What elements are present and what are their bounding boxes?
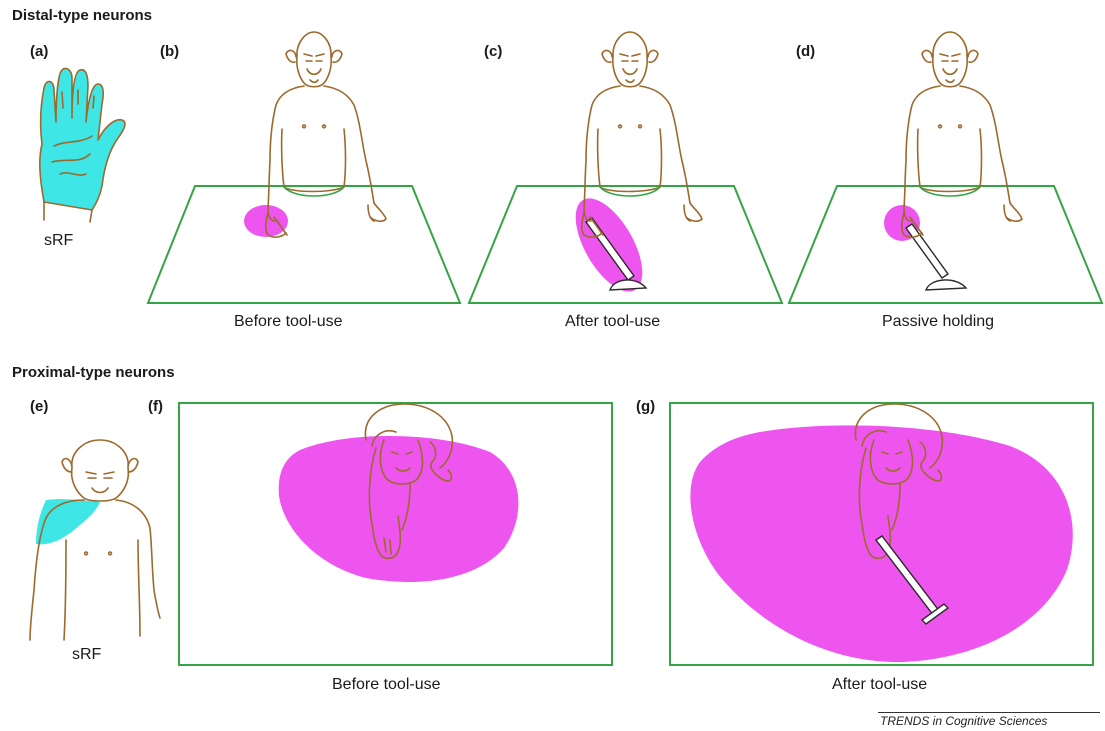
monkey-d [902,32,1022,237]
shoulder-receptive-field [36,499,100,544]
monkey-b [266,32,386,237]
panel-g-drawing [670,403,1093,665]
panel-f-drawing [179,403,612,665]
panel-b-drawing [148,32,460,303]
panel-d-drawing [789,32,1102,303]
hand-receptive-field-drawing [40,68,125,222]
receptive-field-f [279,436,519,582]
panel-e-drawing [30,440,160,640]
rake-head-d [926,280,966,290]
table-outline-b [148,186,460,303]
rake-handle-d [906,224,948,278]
panel-c-drawing [469,32,782,303]
